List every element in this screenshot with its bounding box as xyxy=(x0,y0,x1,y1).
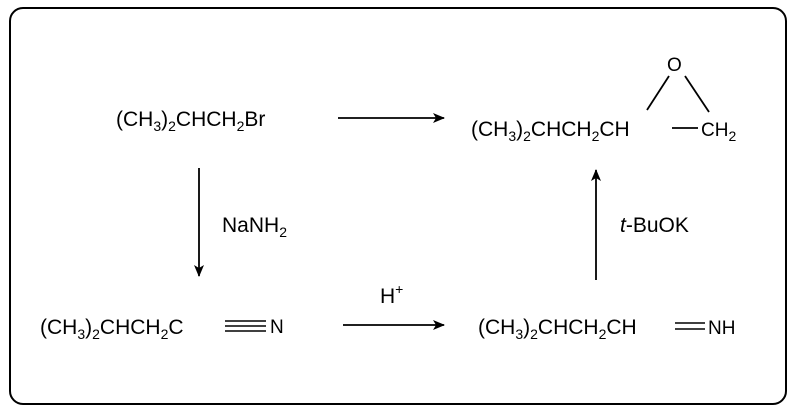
diagram-frame xyxy=(9,7,787,405)
epoxide-bond-c-o-right xyxy=(684,75,710,113)
nitrile-nitrogen-atom: N xyxy=(270,317,284,338)
epoxide-oxygen-atom: O xyxy=(667,55,682,76)
molecule-nitrile: (CH3)2CHCH2C xyxy=(40,316,184,342)
epoxide-bond-c-o-left xyxy=(646,75,670,111)
reagent-acid: H+ xyxy=(380,281,404,308)
molecule-imine: (CH3)2CHCH2CH xyxy=(478,316,637,342)
reagent-sodium-amide: NaNH2 xyxy=(222,214,287,240)
molecule-epoxide-chain: (CH3)2CHCH2CH xyxy=(471,118,630,144)
molecule-isobutyl-bromide: (CH3)2CHCH2Br xyxy=(116,108,266,134)
reagent-potassium-tert-butoxide: t-BuOK xyxy=(620,214,689,237)
epoxide-ch2-group: CH2 xyxy=(701,120,737,144)
imine-nh-group: NH xyxy=(708,318,736,339)
